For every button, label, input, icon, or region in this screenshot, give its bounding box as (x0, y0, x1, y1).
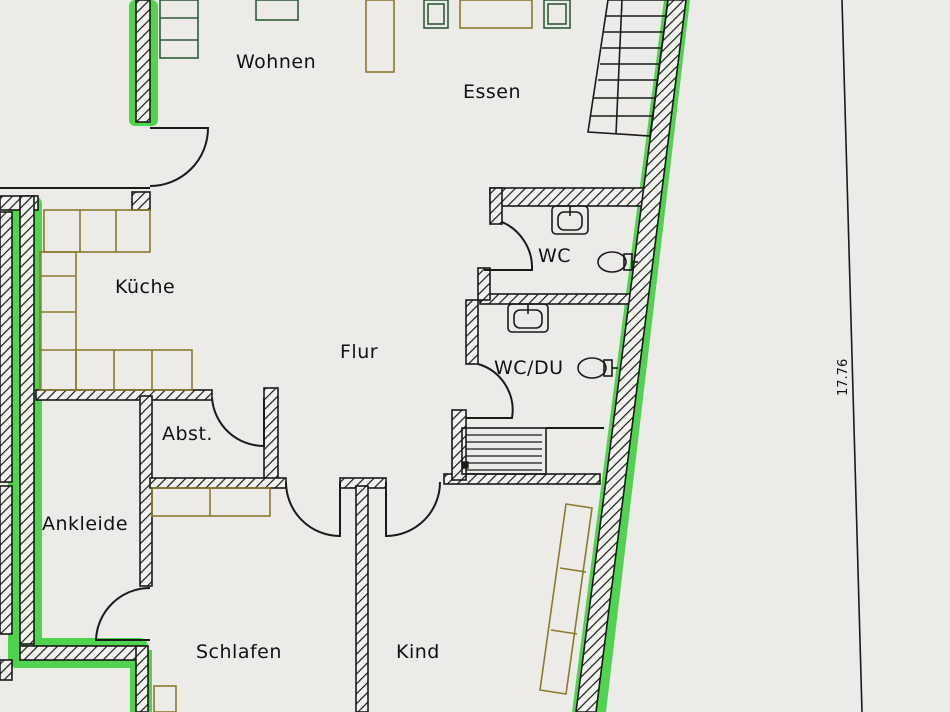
toilet-wc-du (577, 357, 618, 379)
room-label-kueche: Küche (115, 276, 175, 298)
room-label-abst: Abst. (162, 423, 213, 445)
kitchen-cabinets (39, 0, 593, 712)
room-label-schlafen: Schlafen (196, 641, 282, 663)
washbasin-wc-du (507, 303, 549, 333)
room-label-kind: Kind (396, 641, 440, 663)
toilet-wc (597, 251, 638, 273)
living-furniture (159, 0, 571, 59)
washbasin-wc (551, 205, 589, 235)
room-label-wc: WC (538, 245, 571, 267)
room-label-ankleide: Ankleide (42, 513, 128, 535)
staircase (587, 0, 669, 137)
room-label-essen: Essen (463, 81, 521, 103)
dimension-label: 17.76 (836, 359, 851, 396)
shower-grating (461, 434, 542, 471)
plan-lines (0, 0, 863, 712)
room-label-wc-du: WC/DU (494, 357, 564, 379)
wall-hatching (0, 0, 687, 712)
room-label-flur: Flur (340, 341, 378, 363)
room-label-wohnen: Wohnen (236, 51, 316, 73)
